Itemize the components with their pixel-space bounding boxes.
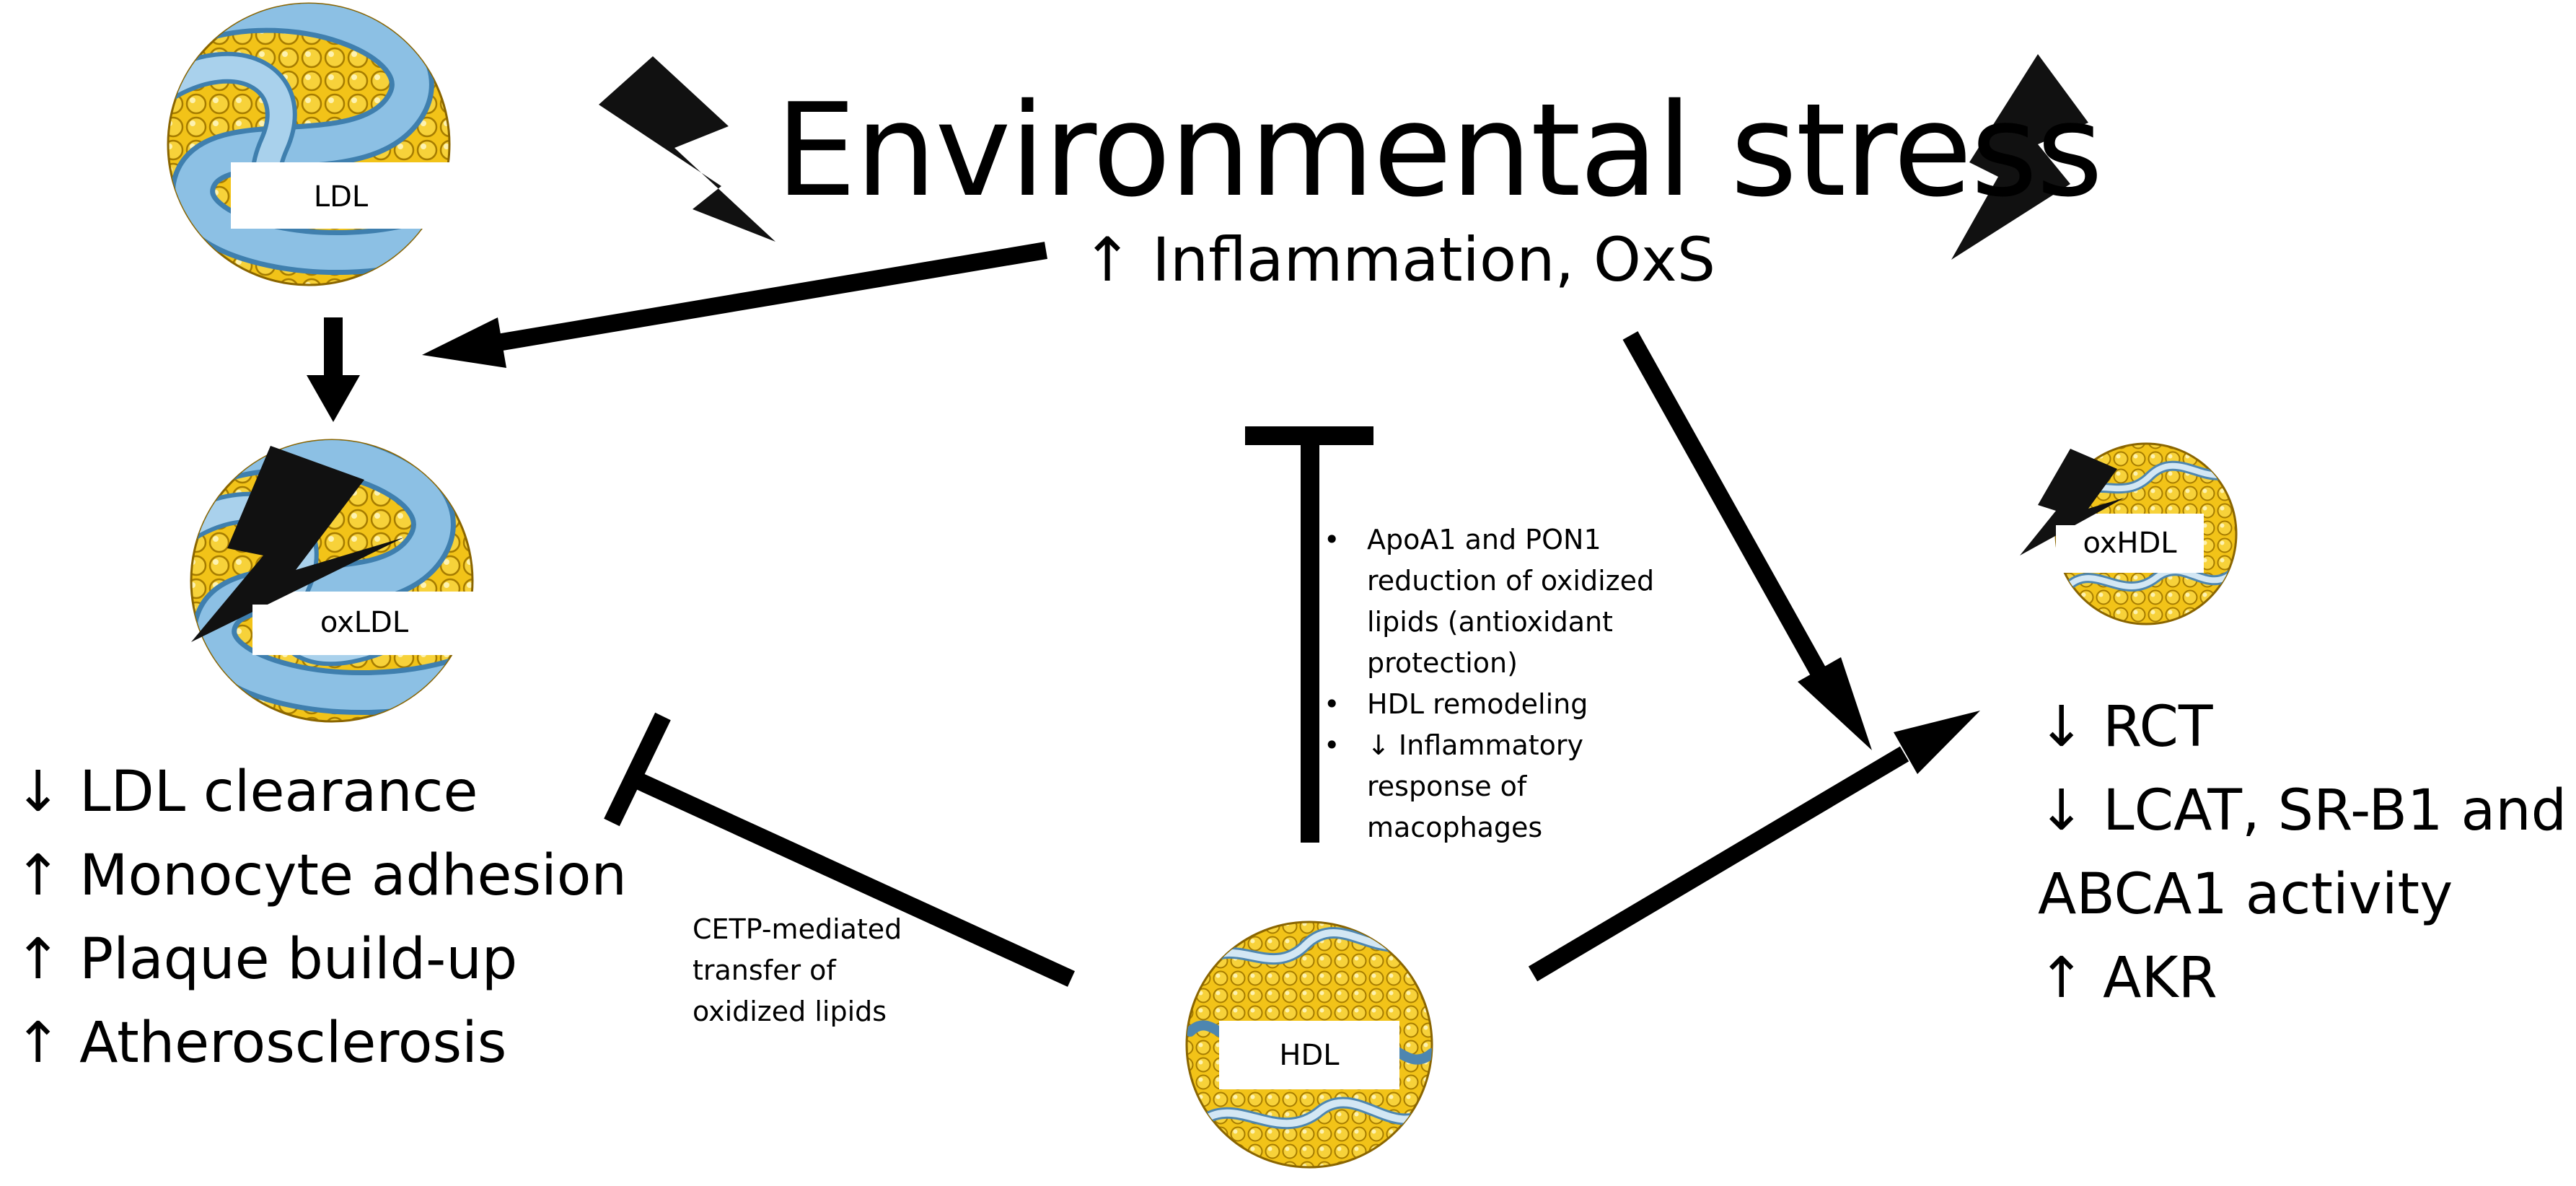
hdl-protection-line: macophages bbox=[1367, 812, 1543, 843]
hdl-protection-item: ApoA1 and PON1 reduction of oxidized lip… bbox=[1306, 519, 1654, 684]
hdl-protection-line: ApoA1 and PON1 bbox=[1367, 524, 1601, 555]
oxldl-lightning-icon bbox=[191, 446, 404, 642]
hdl-protection-line: ↓ Inflammatory bbox=[1367, 729, 1584, 761]
hdl-protection-list: ApoA1 and PON1 reduction of oxidized lip… bbox=[1306, 519, 1654, 848]
inhibitor-hdl-to-oxldl bbox=[604, 712, 1075, 987]
hdl-effect-item: ABCA1 activity bbox=[2038, 862, 2453, 927]
hdl-protection-line: lipids (antioxidant bbox=[1367, 606, 1613, 638]
hdl-protection-line: HDL remodeling bbox=[1367, 688, 1588, 720]
oxhdl-label: oxHDL bbox=[2056, 525, 2204, 561]
oxldl-label: oxLDL bbox=[252, 605, 476, 641]
cetp-line: oxidized lipids bbox=[693, 996, 887, 1027]
arrow-ldl-to-oxldl bbox=[307, 317, 360, 422]
ldl-effect-item: ↑ Plaque build-up bbox=[14, 927, 518, 992]
ldl-effects-list: ↓ LDL clearance ↑ Monocyte adhesion ↑ Pl… bbox=[14, 750, 627, 1085]
hdl-protection-line: response of bbox=[1367, 770, 1527, 802]
hdl-label: HDL bbox=[1219, 1037, 1399, 1073]
arrow-stress-to-oxhdl bbox=[1622, 331, 1872, 750]
hdl-protection-line: protection) bbox=[1367, 647, 1518, 679]
ldl-effect-item: ↑ Atherosclerosis bbox=[14, 1011, 507, 1076]
diagram-title: Environmental stress bbox=[775, 76, 2103, 225]
lightning-bolt-right-icon bbox=[1951, 54, 2088, 260]
arrow-stress-to-oxldl bbox=[422, 242, 1047, 368]
hdl-protection-line: reduction of oxidized bbox=[1367, 565, 1655, 597]
cetp-line: transfer of bbox=[693, 954, 836, 986]
diagram-subtitle: ↑ Inflammation, OxS bbox=[1082, 224, 1716, 295]
cetp-line: CETP-mediated bbox=[693, 913, 902, 945]
ldl-label: LDL bbox=[231, 179, 451, 215]
hdl-effect-item: ↓ LCAT, SR-B1 and bbox=[2038, 778, 2567, 843]
hdl-effect-item: ↑ AKR bbox=[2038, 946, 2217, 1011]
hdl-protection-item: ↓ Inflammatory response of macophages bbox=[1306, 725, 1654, 848]
hdl-effect-item: ↓ RCT bbox=[2038, 695, 2213, 760]
lightning-bolt-left-icon bbox=[599, 56, 775, 242]
hdl-protection-item: HDL remodeling bbox=[1306, 684, 1654, 725]
ldl-effect-item: ↑ Monocyte adhesion bbox=[14, 843, 627, 908]
ldl-effect-item: ↓ LDL clearance bbox=[14, 760, 478, 825]
ldl-particle-icon bbox=[167, 2, 451, 286]
oxhdl-lightning-icon bbox=[2020, 449, 2124, 555]
hdl-effects-list: ↓ RCT ↓ LCAT, SR-B1 and ABCA1 activity ↑… bbox=[2038, 685, 2567, 1020]
cetp-annotation: CETP-mediated transfer of oxidized lipid… bbox=[693, 909, 902, 1032]
arrow-hdl-to-oxhdl bbox=[1528, 711, 1980, 982]
